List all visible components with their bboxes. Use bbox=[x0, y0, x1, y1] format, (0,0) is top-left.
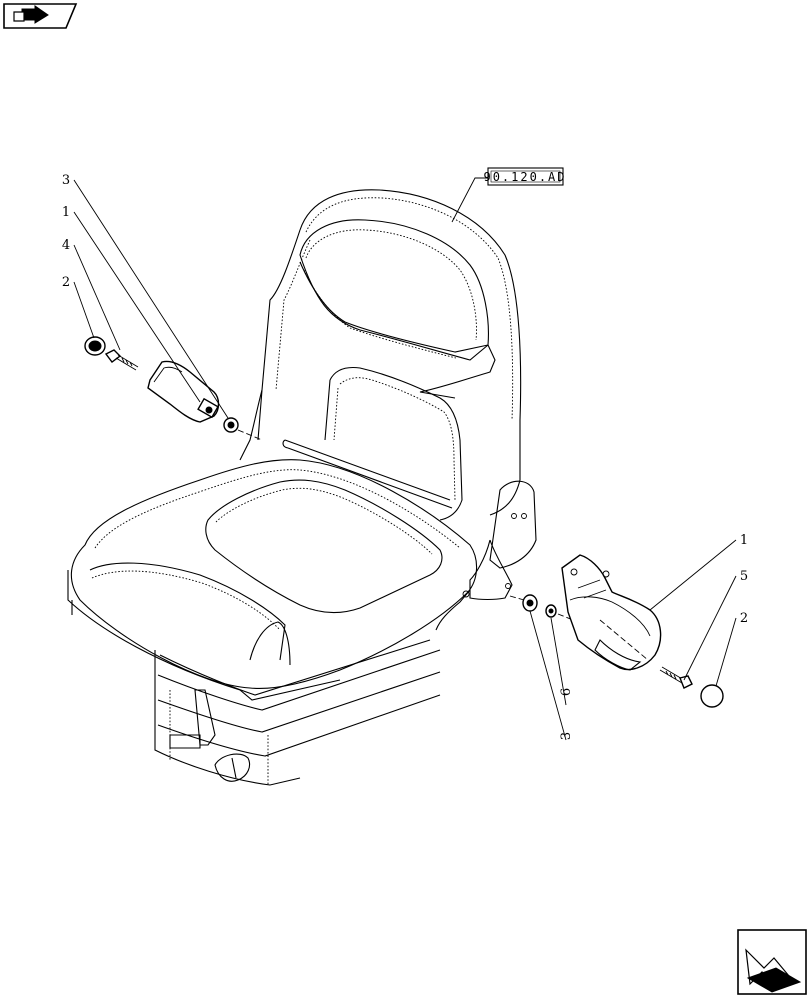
callout-label: 2 bbox=[740, 611, 748, 626]
callout-label: 2 bbox=[62, 275, 70, 290]
left-belt-buckle[interactable] bbox=[147, 360, 220, 423]
callout-label: 3 bbox=[559, 732, 574, 740]
right-bolt[interactable] bbox=[659, 666, 693, 689]
seat-assembly bbox=[67, 189, 537, 786]
reference-box-label: 90.120.AD bbox=[483, 170, 566, 184]
left-washer[interactable] bbox=[223, 417, 239, 433]
right-washer-6[interactable] bbox=[545, 604, 557, 618]
callout-label: 5 bbox=[740, 569, 748, 584]
callout-label: 1 bbox=[62, 205, 70, 220]
navigation-arrow-icon[interactable] bbox=[3, 3, 78, 29]
right-washer-3[interactable] bbox=[522, 594, 538, 612]
leader-lines bbox=[73, 177, 737, 741]
callout-label: 3 bbox=[62, 173, 70, 188]
left-plug-cap[interactable] bbox=[84, 336, 106, 356]
callout-label: 4 bbox=[62, 238, 70, 253]
right-belt-retractor[interactable] bbox=[561, 554, 662, 671]
next-page-arrow-icon[interactable] bbox=[737, 929, 807, 995]
left-bolt[interactable] bbox=[104, 349, 139, 371]
right-plug-cap[interactable] bbox=[700, 684, 724, 708]
reference-box[interactable]: 90.120.AD bbox=[483, 167, 566, 186]
callout-label: 1 bbox=[740, 533, 748, 548]
callout-label: 6 bbox=[559, 688, 574, 696]
